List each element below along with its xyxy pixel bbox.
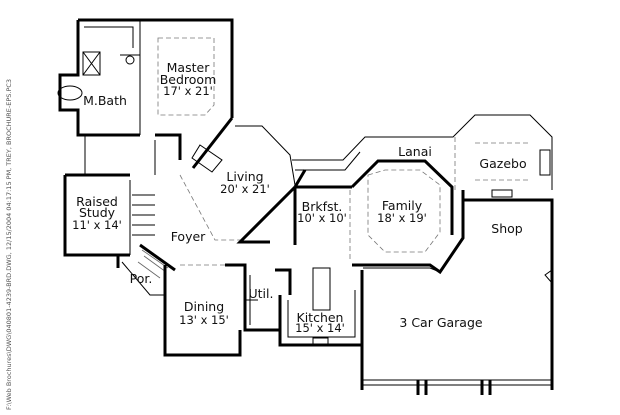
breakfast-label: Brkfst. <box>302 199 343 214</box>
master-bedroom-size: 17' x 21' <box>163 84 213 98</box>
raised-study-size: 11' x 14' <box>72 218 122 232</box>
gazebo-label: Gazebo <box>479 156 526 171</box>
family-label: Family <box>382 198 423 213</box>
garage-walls <box>360 198 554 395</box>
kitchen-walls <box>278 169 362 347</box>
living-size: 20' x 21' <box>220 182 270 196</box>
master-bedroom-label-2: Bedroom <box>160 72 217 87</box>
dining-walls <box>163 263 292 357</box>
master-suite-walls <box>57 18 234 137</box>
garage-label: 3 Car Garage <box>399 315 483 330</box>
porch-walls <box>116 255 165 296</box>
foyer-label: Foyer <box>171 229 206 244</box>
family-size: 18' x 19' <box>377 211 427 225</box>
master-bedroom-label: Master <box>167 60 211 75</box>
living-label: Living <box>226 169 263 184</box>
dining-label: Dining <box>184 299 224 314</box>
kitchen-label: Kitchen <box>297 310 344 325</box>
raised-study-label: Raised <box>76 194 118 209</box>
lanai-family-gazebo-walls <box>292 114 553 275</box>
porch-label: Por. <box>130 271 153 286</box>
living-walls <box>84 117 297 245</box>
breakfast-size: 10' x 10' <box>297 211 347 225</box>
file-stamp: F:\Web Brochures\DWG\040801-4239-BRD.DWG… <box>5 79 13 410</box>
dining-size: 13' x 15' <box>179 313 229 327</box>
lanai-label: Lanai <box>398 144 432 159</box>
raised-study-walls <box>63 173 176 279</box>
raised-study-label-2: Study <box>79 205 116 220</box>
kitchen-size: 15' x 14' <box>295 321 345 335</box>
shop-label: Shop <box>491 221 523 236</box>
master-bath-label: M.Bath <box>83 93 127 108</box>
utility-label: Util. <box>249 286 274 301</box>
